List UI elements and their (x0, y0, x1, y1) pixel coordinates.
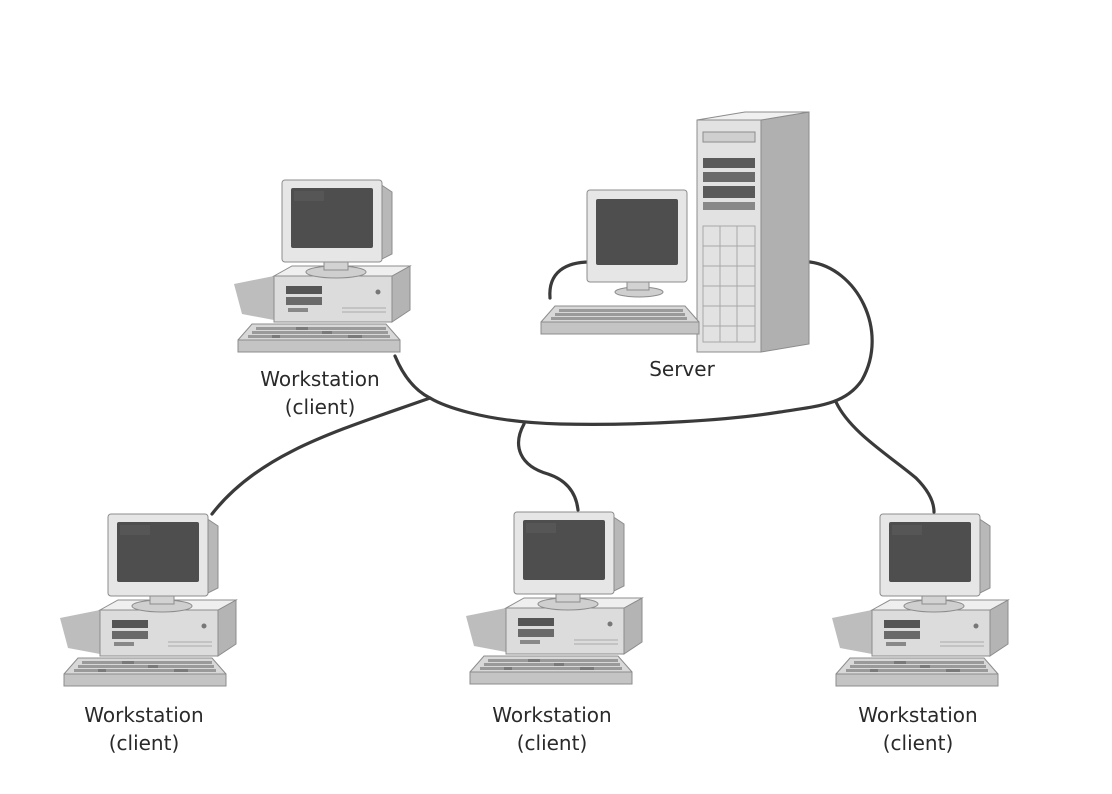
node-label: Workstation (84, 703, 203, 727)
network-cables (210, 260, 936, 516)
cable-bottom-center-workstation (517, 422, 580, 512)
node-label: Workstation (260, 367, 379, 391)
cable-server-loop (428, 260, 874, 426)
server-icon (540, 111, 810, 353)
cable-bottom-right-workstation (834, 400, 936, 514)
node-label: Workstation (492, 703, 611, 727)
node-label: Workstation (858, 703, 977, 727)
node-label: Server (649, 357, 715, 381)
node-label: (client) (883, 731, 954, 755)
node-label: (client) (517, 731, 588, 755)
cable-top-left-workstation (393, 354, 432, 400)
workstation-icon (831, 513, 1009, 687)
node-label: (client) (109, 731, 180, 755)
workstation-icon (59, 513, 237, 687)
cable-bottom-left-workstation (210, 396, 432, 516)
workstation-icon (465, 511, 643, 685)
node-label: (client) (285, 395, 356, 419)
workstation-icon (233, 179, 411, 353)
cable-server-monitor (548, 260, 592, 300)
